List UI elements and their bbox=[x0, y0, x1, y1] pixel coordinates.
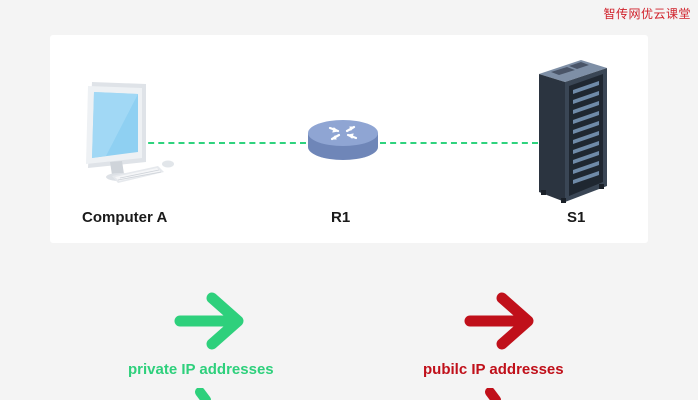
link-router-to-server bbox=[380, 142, 538, 144]
desktop-computer-icon bbox=[86, 82, 174, 183]
public-arrow-right-icon bbox=[464, 292, 534, 350]
link-computer-to-router bbox=[138, 142, 306, 144]
router-icon bbox=[308, 120, 378, 160]
server-rack-icon bbox=[539, 60, 607, 203]
public-ip-label: pubilc IP addresses bbox=[423, 361, 564, 378]
computer-a-label: Computer A bbox=[82, 209, 168, 226]
private-ip-label: private IP addresses bbox=[128, 361, 274, 378]
server-s1-label: S1 bbox=[567, 209, 586, 226]
public-arrow-left-icon bbox=[485, 388, 501, 400]
router-r1-label: R1 bbox=[331, 209, 351, 226]
private-arrow-left-icon bbox=[195, 388, 211, 400]
private-arrow-right-icon bbox=[174, 292, 244, 350]
watermark-text: 智传网优云课堂 bbox=[603, 7, 691, 21]
